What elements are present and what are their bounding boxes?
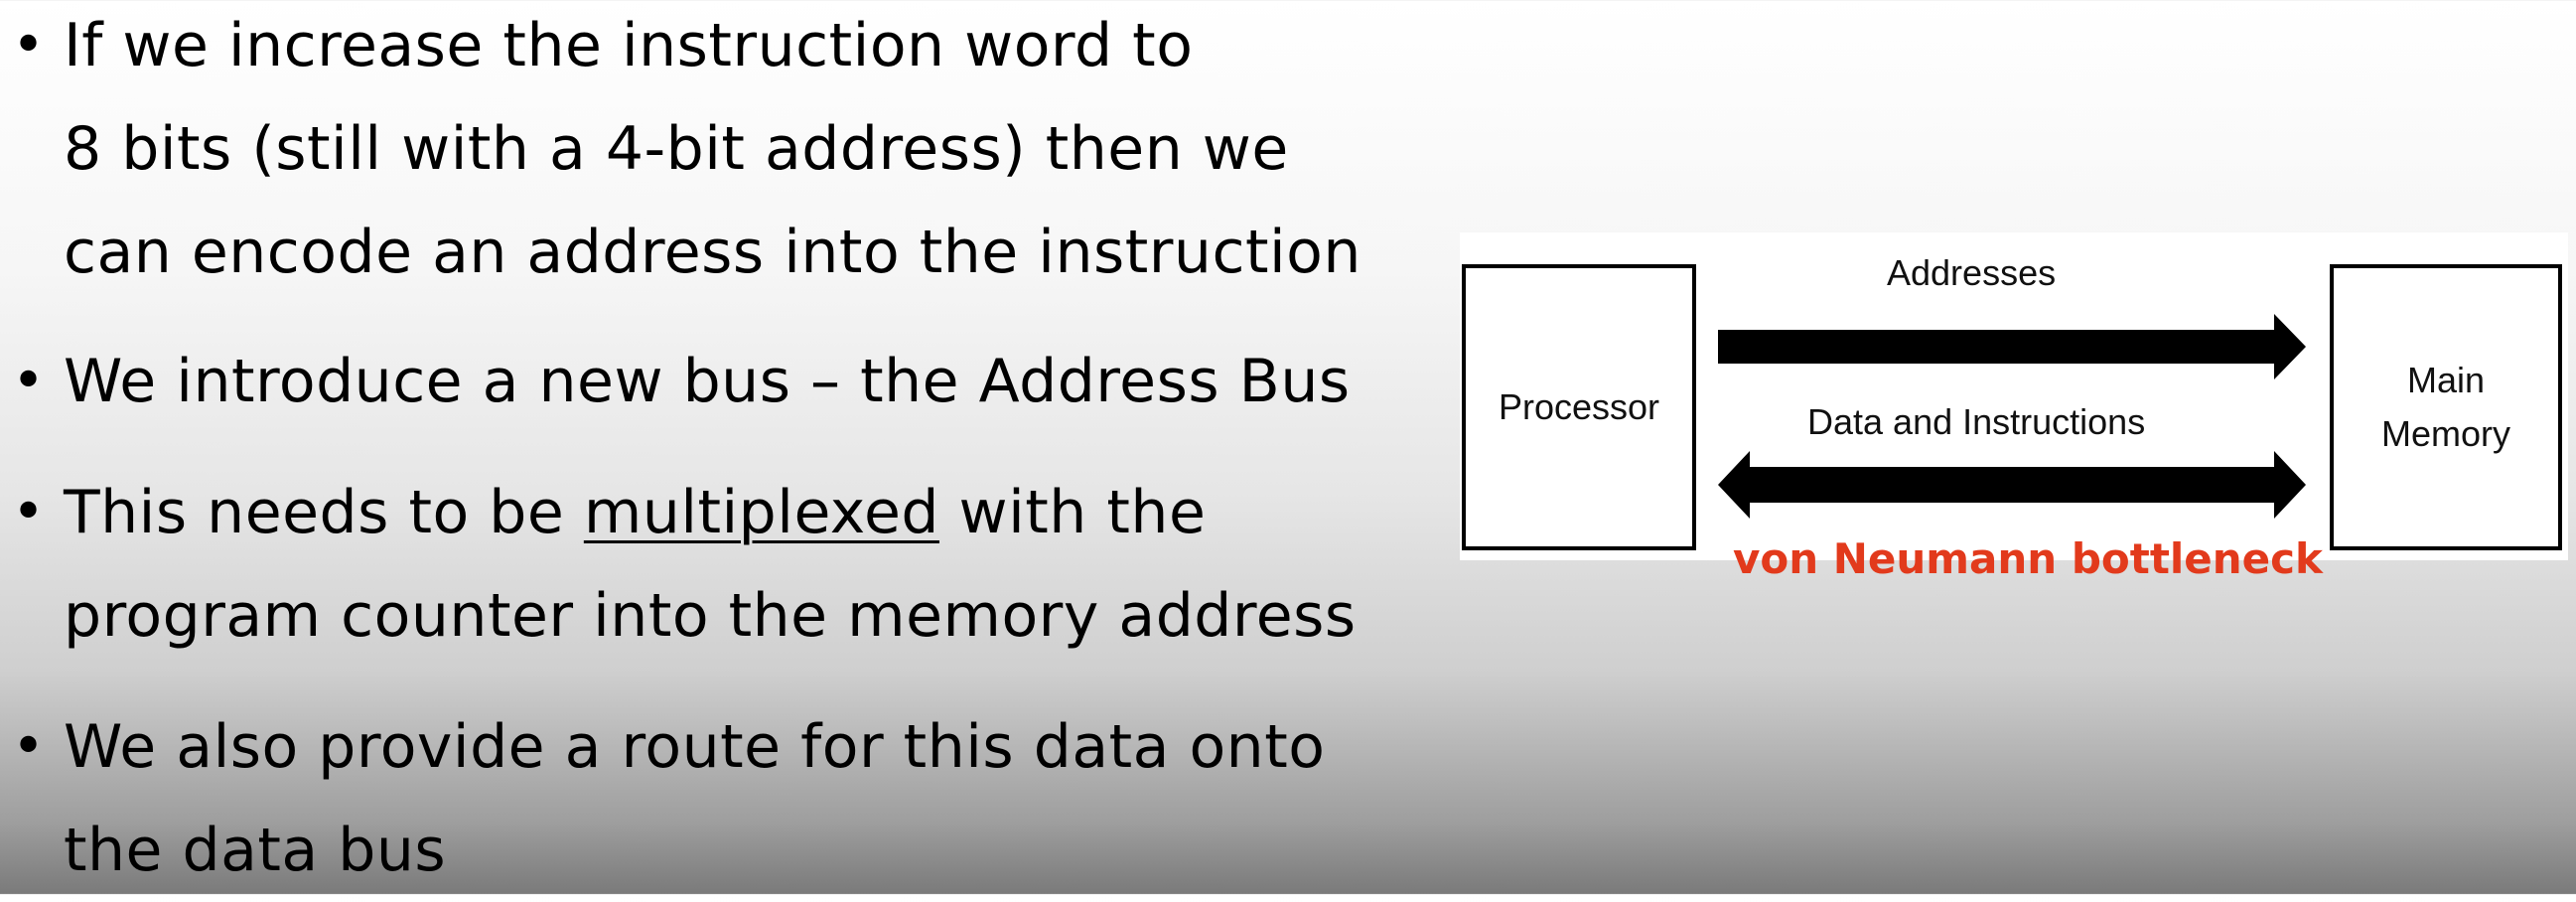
bullet-dot: • — [12, 480, 46, 544]
bullet-line: If we increase the instruction word to — [64, 11, 1194, 80]
von-neumann-diagram: Processor Main Memory Addresses Data and… — [1460, 232, 2568, 560]
bullet-item: • This needs to be multiplexed with the … — [0, 461, 1410, 668]
memory-label-line1: Main — [2406, 360, 2486, 400]
data-bus-arrow — [1718, 451, 2306, 519]
bullet-item: • If we increase the instruction word to… — [0, 0, 1410, 304]
processor-label: Processor — [1498, 386, 1660, 427]
bullet-list: • If we increase the instruction word to… — [0, 0, 1410, 885]
bullet-line: 8 bits (still with a 4-bit address) then… — [64, 114, 1289, 184]
bullet-item: • We also provide a route for this data … — [0, 695, 1410, 902]
bullet-dot: • — [12, 714, 46, 779]
bullet-line: We also provide a route for this data on… — [64, 712, 1326, 782]
data-instructions-label: Data and Instructions — [1807, 401, 2146, 442]
bullet-line: the data bus — [64, 816, 447, 885]
bullet-line: We introduce a new bus – the Address Bus — [64, 347, 1351, 416]
bullet-text: with the — [938, 478, 1207, 547]
bullet-item: • We introduce a new bus – the Address B… — [0, 330, 1410, 433]
bullet-dot: • — [12, 349, 46, 413]
von-neumann-bottleneck-label: von Neumann bottleneck — [1733, 534, 2323, 583]
bullet-dot: • — [12, 13, 46, 77]
underlined-term: multiplexed — [583, 478, 939, 547]
address-bus-arrow — [1718, 314, 2306, 379]
bullet-text: This needs to be — [64, 478, 584, 547]
bullet-line: can encode an address into the instructi… — [64, 218, 1361, 287]
main-memory-box: Main Memory — [2330, 264, 2562, 550]
addresses-label: Addresses — [1887, 252, 2057, 293]
bus-arrows — [1718, 314, 2306, 519]
bullet-line: This needs to be multiplexed with the — [0, 461, 1410, 564]
bullet-line: program counter into the memory address — [64, 581, 1357, 651]
memory-label-line2: Memory — [2380, 413, 2510, 454]
processor-box: Processor — [1462, 264, 1696, 550]
